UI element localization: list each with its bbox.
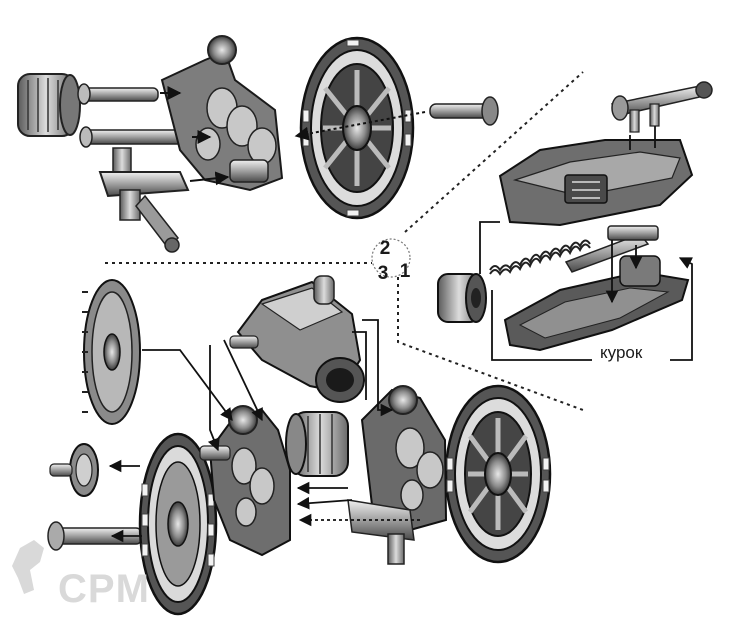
cannon-barrel-part — [229, 275, 365, 403]
watermark-text: CPM — [58, 567, 150, 611]
axle-pin-top — [77, 83, 159, 105]
watermark-logo: CPM — [12, 540, 150, 611]
spring-part — [489, 239, 591, 276]
step-2-arrows — [160, 86, 426, 186]
step-1-label: 1 — [400, 261, 411, 282]
barrel-housing-lower — [503, 255, 690, 352]
step-3-label: 3 — [378, 263, 389, 284]
trigger-rod-part — [564, 225, 659, 273]
bushing-part — [437, 273, 487, 323]
step-1-arrows — [479, 126, 693, 361]
axle-pin-middle — [79, 126, 191, 148]
barrel-housing-upper — [498, 139, 694, 227]
gearbox-frame-right — [347, 385, 448, 565]
gearbox-frame-lower — [199, 405, 291, 557]
wheel-left — [138, 432, 218, 616]
handle-bar-part — [611, 81, 713, 133]
wheel-top — [299, 36, 415, 220]
large-gear-part — [82, 279, 141, 425]
wheel-right — [444, 384, 552, 564]
roller-drum-part — [285, 411, 349, 477]
step-2-label: 2 — [380, 238, 391, 259]
step-2-assembly — [17, 35, 499, 253]
trigger-label: курок — [600, 343, 643, 362]
step-badge: 2 3 1 — [371, 238, 411, 284]
step-3-arrows — [108, 319, 420, 543]
small-gear-part — [49, 443, 99, 497]
section-dividers — [105, 71, 584, 411]
axle-pin-right — [429, 96, 499, 126]
step-3-assembly — [47, 275, 552, 616]
crank-lever-part — [98, 147, 190, 253]
step-1-assembly: курок — [437, 81, 713, 362]
gearbox-frame-part — [160, 35, 284, 192]
roller-spool-part — [17, 73, 81, 137]
